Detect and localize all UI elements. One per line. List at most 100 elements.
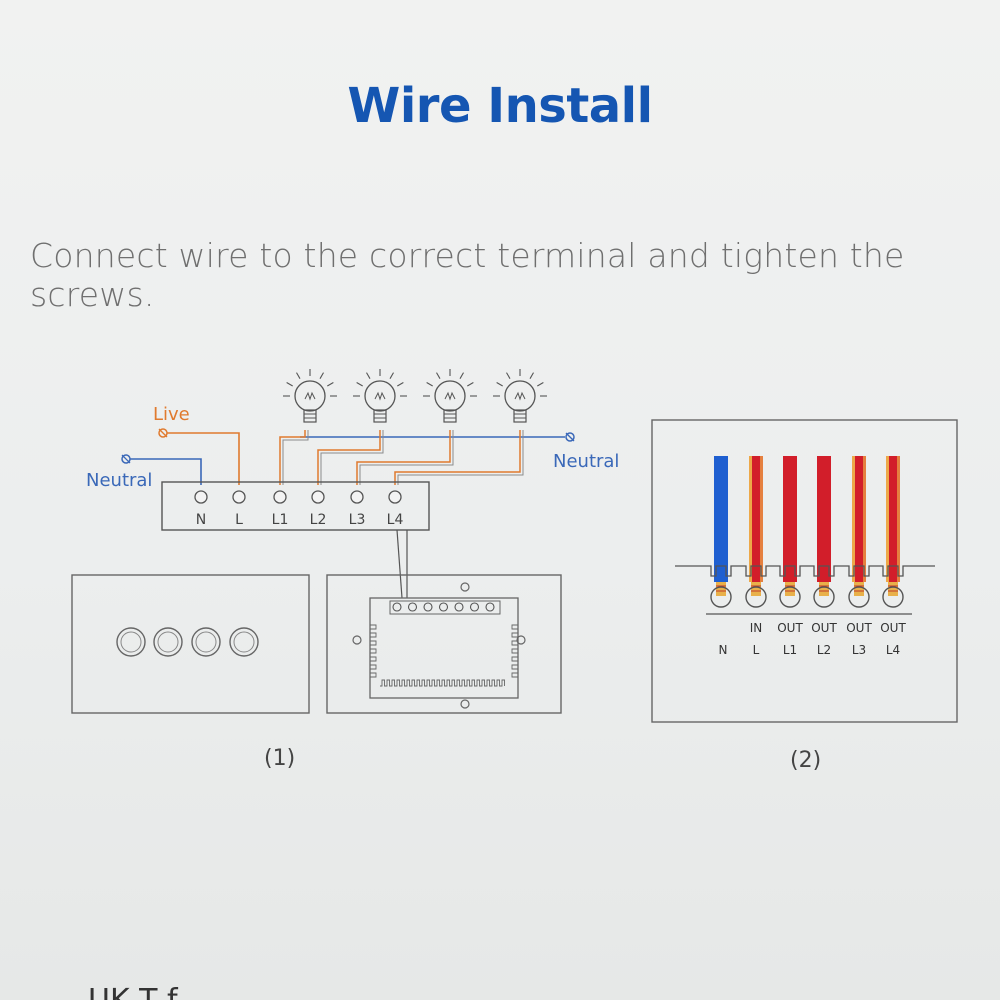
- touch-button-icon: [116, 627, 146, 657]
- figure2-frame: [651, 419, 958, 723]
- terminal-label: L2: [310, 512, 327, 528]
- terminal-name-label: L3: [852, 643, 866, 657]
- figure2-caption: (2): [790, 748, 821, 773]
- touch-button-ring: [120, 631, 142, 653]
- module-terminal: [454, 602, 464, 612]
- callout-line-left: [396, 529, 403, 599]
- terminal-direction-label: OUT: [811, 621, 837, 635]
- touch-button-icon: [191, 627, 221, 657]
- wire-l2-return: [320, 430, 384, 485]
- screw-hole-right: [516, 635, 526, 645]
- wire-l3-return: [359, 430, 454, 485]
- back-module: [326, 574, 562, 714]
- terminal-direction-label: OUT: [880, 621, 906, 635]
- module-terminal: [438, 602, 449, 612]
- figure2-wires: [710, 456, 904, 608]
- terminal-direction-label: OUT: [777, 621, 803, 635]
- terminal-screw: [848, 586, 870, 608]
- panel-buttons: [116, 627, 259, 657]
- neutral-left-wire: [130, 458, 202, 485]
- wire-l3: [356, 430, 451, 485]
- terminal-profile: [675, 565, 935, 577]
- terminal-direction-label: IN: [750, 621, 763, 635]
- touch-button-ring: [195, 631, 217, 653]
- terminal-label: L4: [387, 512, 404, 528]
- wire-l4-return: [397, 430, 524, 485]
- bulb-icon: [423, 369, 477, 423]
- terminal-screw: [194, 490, 208, 504]
- terminal-screw: [779, 586, 801, 608]
- terminal-screw: [745, 586, 767, 608]
- wiring-schematic: Neutral Live Neutral N L L1 L2 L3 L4: [86, 369, 619, 599]
- terminal-block: [161, 481, 430, 531]
- wire-l4: [394, 430, 521, 485]
- wire-red: [813, 456, 835, 608]
- neutral-right-label: Neutral: [553, 451, 619, 472]
- terminal-name-label: L: [753, 643, 760, 657]
- bulb-icon: [353, 369, 407, 423]
- screw-hole-left: [352, 635, 362, 645]
- bulb-icon: [283, 369, 337, 423]
- terminal-name-label: L4: [886, 643, 900, 657]
- module-right-notches: [511, 624, 519, 681]
- screw-hole-top: [460, 582, 470, 592]
- neutral-right-arrow: [565, 432, 575, 442]
- live-label: Live: [153, 404, 190, 425]
- terminal-screw: [388, 490, 402, 504]
- wire-blue-neutral: [710, 456, 732, 608]
- neutral-left-label: Neutral: [86, 470, 152, 491]
- bulbs-group: [283, 369, 547, 423]
- page-title: Wire Install: [347, 78, 653, 134]
- terminal-label: L1: [272, 512, 289, 528]
- module-terminal: [407, 602, 418, 612]
- front-panel: [71, 574, 310, 714]
- bulb-icon: [493, 369, 547, 423]
- terminal-name-label: L2: [817, 643, 831, 657]
- back-module-frame: [326, 574, 562, 714]
- terminal-screw: [232, 490, 246, 504]
- terminal-name-label: N: [719, 643, 728, 657]
- figure1-caption: (1): [264, 746, 295, 771]
- live-terminal-slash: [158, 428, 168, 438]
- touch-button-icon: [229, 627, 259, 657]
- instruction-text: Connect wire to the correct terminal and…: [30, 236, 905, 314]
- wire-l1-return: [282, 430, 309, 485]
- front-panel-frame: [71, 574, 310, 714]
- terminal-screw: [311, 490, 325, 504]
- terminal-direction-label: OUT: [846, 621, 872, 635]
- terminal-label: N: [196, 512, 206, 528]
- wire-red: [745, 456, 767, 608]
- terminal-label: L3: [349, 512, 366, 528]
- wire-l2: [317, 430, 381, 485]
- touch-button-icon: [153, 627, 183, 657]
- figure2-labels: N IN L OUT L1 OUT L2 OUT L3 OUT L4: [719, 621, 907, 657]
- terminal-label: L: [235, 512, 243, 528]
- module-terminal: [392, 602, 402, 612]
- module-comb: [369, 624, 519, 687]
- wire-l1: [279, 430, 306, 485]
- terminal-screw: [813, 586, 835, 608]
- wire-red: [779, 456, 801, 608]
- wire-red: [882, 456, 904, 608]
- terminal-screw: [882, 586, 904, 608]
- terminal-screw: [350, 490, 364, 504]
- module-terminal: [423, 602, 433, 612]
- live-wire: [167, 432, 240, 485]
- terminal-screw: [710, 586, 732, 608]
- terminal-name-label: L1: [783, 643, 797, 657]
- touch-button-ring: [157, 631, 179, 653]
- screw-hole-bottom: [460, 699, 470, 709]
- neutral-right-terminal: [565, 432, 575, 442]
- wire-red: [848, 456, 870, 608]
- figure2: N IN L OUT L1 OUT L2 OUT L3 OUT L4: [651, 419, 958, 723]
- bottom-text-cut: UK T f: [88, 983, 178, 1000]
- touch-button-ring: [233, 631, 255, 653]
- terminals-group: N L L1 L2 L3 L4: [194, 490, 404, 528]
- module-terminal-strip: [389, 600, 501, 615]
- module-terminal: [485, 602, 495, 612]
- module-fins: [380, 679, 505, 687]
- module-terminal: [469, 602, 480, 612]
- terminal-screw: [273, 490, 287, 504]
